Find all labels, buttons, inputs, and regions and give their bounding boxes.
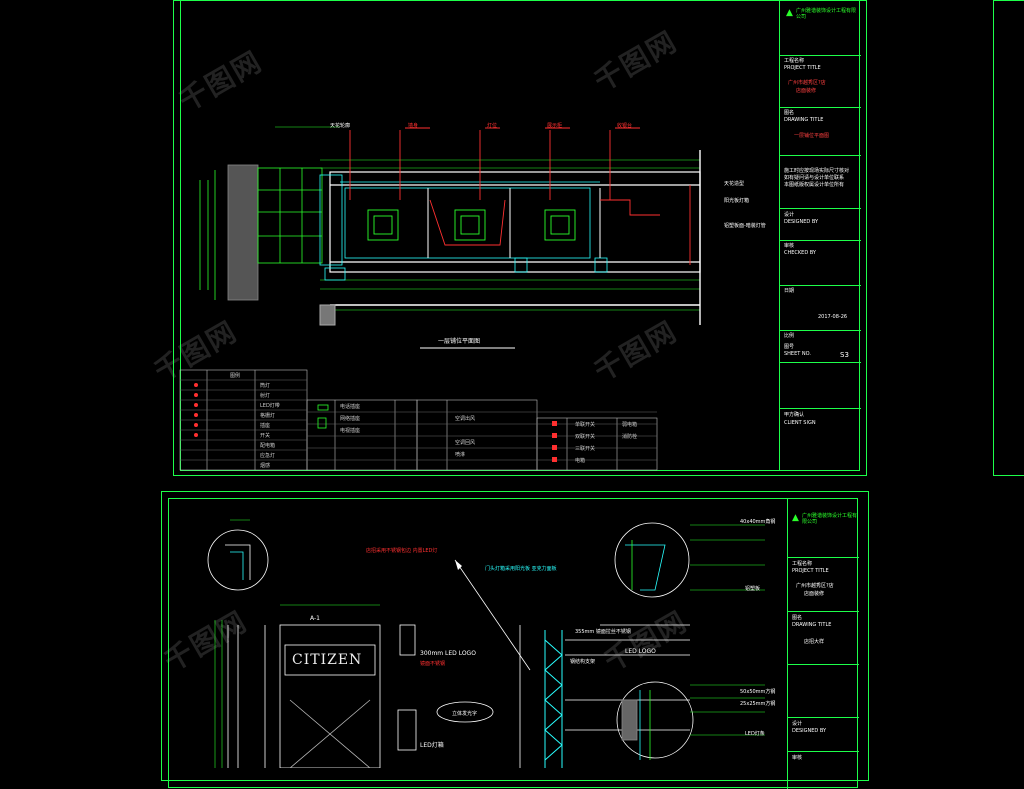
legend-item: 空调出风 [455, 416, 476, 422]
design-label: 设计 [792, 721, 803, 727]
callout-showcase: 展示柜 [547, 123, 563, 129]
drawing-label: 图名 [792, 615, 803, 621]
sheet-code: SHEET NO. [784, 351, 811, 357]
check-label: 审核 [784, 243, 795, 249]
project-name: 广州市越秀区?店 [796, 583, 834, 589]
date-label: 日期 [784, 288, 795, 294]
callout-ceiling: 天花轮廓 [330, 123, 351, 129]
top-drawing-inner-frame: ▲ 广州雅谐装饰设计工程有限公司 工程名称 PROJECT TITLE 广州市越… [180, 0, 861, 471]
legend-item: 射灯 [260, 393, 271, 399]
section-mark: A-1 [310, 615, 320, 622]
note-line-2: 如有疑问请与设计单位联系 [784, 175, 845, 181]
design-code: DESIGNED BY [792, 728, 827, 734]
facade-grid [199, 164, 323, 301]
date-value: 2017-08-26 [818, 314, 848, 320]
legend-item: 电箱 [575, 458, 586, 464]
note-top: 店招采用不锈钢包边 内置LED灯 [366, 548, 438, 554]
client-label: 甲方确认 [784, 412, 805, 418]
label-aluminum-panel: 铝塑板 [745, 586, 761, 592]
project-code: PROJECT TITLE [784, 65, 821, 71]
note-mid: 门头灯箱采用阳光板 亚克力面板 [485, 566, 557, 572]
project-sub: 店面装修 [796, 88, 817, 94]
scale-label: 比例 [784, 333, 795, 339]
legend-item: 开关 [260, 433, 271, 439]
project-label: 工程名称 [784, 58, 805, 64]
label-lightbox: LED灯箱 [420, 742, 444, 749]
plan-title: 一层铺位平面图 [438, 338, 481, 345]
label-stainless: 镜面不锈钢 [420, 661, 446, 667]
top-title-block: ▲ 广州雅谐装饰设计工程有限公司 工程名称 PROJECT TITLE 广州市越… [779, 0, 861, 470]
label-led-logo: 300mm LED LOGO [420, 650, 476, 657]
project-name: 广州市越秀区?店 [788, 80, 826, 86]
right-label-ceiling: 天花造型 [724, 181, 745, 187]
legend-item: 消防栓 [622, 434, 638, 440]
legend-item: 空调回风 [455, 440, 476, 446]
legend-item: 网络插座 [340, 416, 361, 422]
legend-item: 格栅灯 [260, 413, 276, 419]
legend-item: 应急灯 [260, 453, 276, 459]
label-355mm: 355mm 镜面拉丝不锈钢 [575, 629, 631, 635]
note-line-1: 施工时应按现场实际尺寸核对 [784, 168, 850, 174]
legend-item: 插座 [260, 423, 271, 429]
right-label-panel: 铝塑板面-暗装灯管 [724, 223, 766, 229]
legend-item: 三联开关 [575, 446, 596, 452]
partial-sheet-right [993, 0, 1024, 476]
label-25mm-steel: 25x25mm方钢 [740, 701, 776, 707]
legend-item: 弱电箱 [622, 422, 638, 428]
project-code: PROJECT TITLE [792, 568, 829, 574]
top-drawing-sheet: ▲ 广州雅谐装饰设计工程有限公司 工程名称 PROJECT TITLE 广州市越… [173, 0, 867, 476]
legend-title-left: 图例 [230, 373, 241, 379]
drawing-label: 图名 [784, 110, 795, 116]
callout-wall: 墙身 [408, 123, 419, 129]
company-name: 广州雅谐装饰设计工程有限公司 [796, 8, 857, 20]
callout-light: 灯位 [487, 123, 498, 129]
project-sub: 店面装修 [804, 591, 825, 597]
legend-item: 双联开关 [575, 434, 596, 440]
drawing-code: DRAWING TITLE [792, 622, 832, 628]
legend-item: LED灯带 [260, 403, 280, 409]
company-logo-icon: ▲ [786, 8, 793, 18]
label-led-strip: LED灯条 [745, 731, 765, 737]
design-code: DESIGNED BY [784, 219, 819, 225]
note-line-3: 本图纸版权属设计单位所有 [784, 182, 845, 188]
label-steel-frame: 钢结构支架 [570, 659, 596, 665]
sheet-label: 图号 [784, 344, 795, 350]
legend-item: 烟感 [260, 463, 271, 469]
label-3d-letters: 立体发光字 [452, 711, 478, 717]
bottom-title-block: ▲ 广州雅谐装饰设计工程有限公司 工程名称 PROJECT TITLE 广州市越… [787, 499, 859, 789]
legend-item: 电话插座 [340, 404, 361, 410]
callout-cashier: 收银台 [617, 123, 633, 129]
legend-item: 电视插座 [340, 428, 361, 434]
label-50mm-steel: 50x50mm方钢 [740, 689, 776, 695]
company-logo-icon: ▲ [792, 513, 799, 523]
sign-text: CITIZEN [292, 652, 363, 668]
signage-elevation-drawing [207, 519, 765, 768]
drawing-code: DRAWING TITLE [784, 117, 824, 123]
client-code: CLIENT SIGN [784, 420, 816, 426]
design-label: 设计 [784, 212, 795, 218]
drawing-name: 一层铺位平面图 [794, 133, 830, 139]
right-label-lightbox: 阳光板灯箱 [724, 198, 750, 204]
label-logo: LED LOGO [625, 648, 656, 655]
label-angle-steel: 40x40mm角钢 [740, 519, 776, 525]
project-label: 工程名称 [792, 561, 813, 567]
legend-item: 筒灯 [260, 383, 271, 389]
legend-item: 单联开关 [575, 422, 596, 428]
check-label: 审核 [792, 755, 803, 761]
check-code: CHECKED BY [784, 250, 816, 256]
legend-item: 配电箱 [260, 443, 276, 449]
sheet-no: S3 [840, 351, 849, 359]
drawing-name: 店招大样 [804, 639, 825, 645]
legend-item: 喷淋 [455, 452, 466, 458]
company-name: 广州雅谐装饰设计工程有限公司 [802, 513, 858, 525]
floor-plan-drawing [179, 126, 701, 471]
